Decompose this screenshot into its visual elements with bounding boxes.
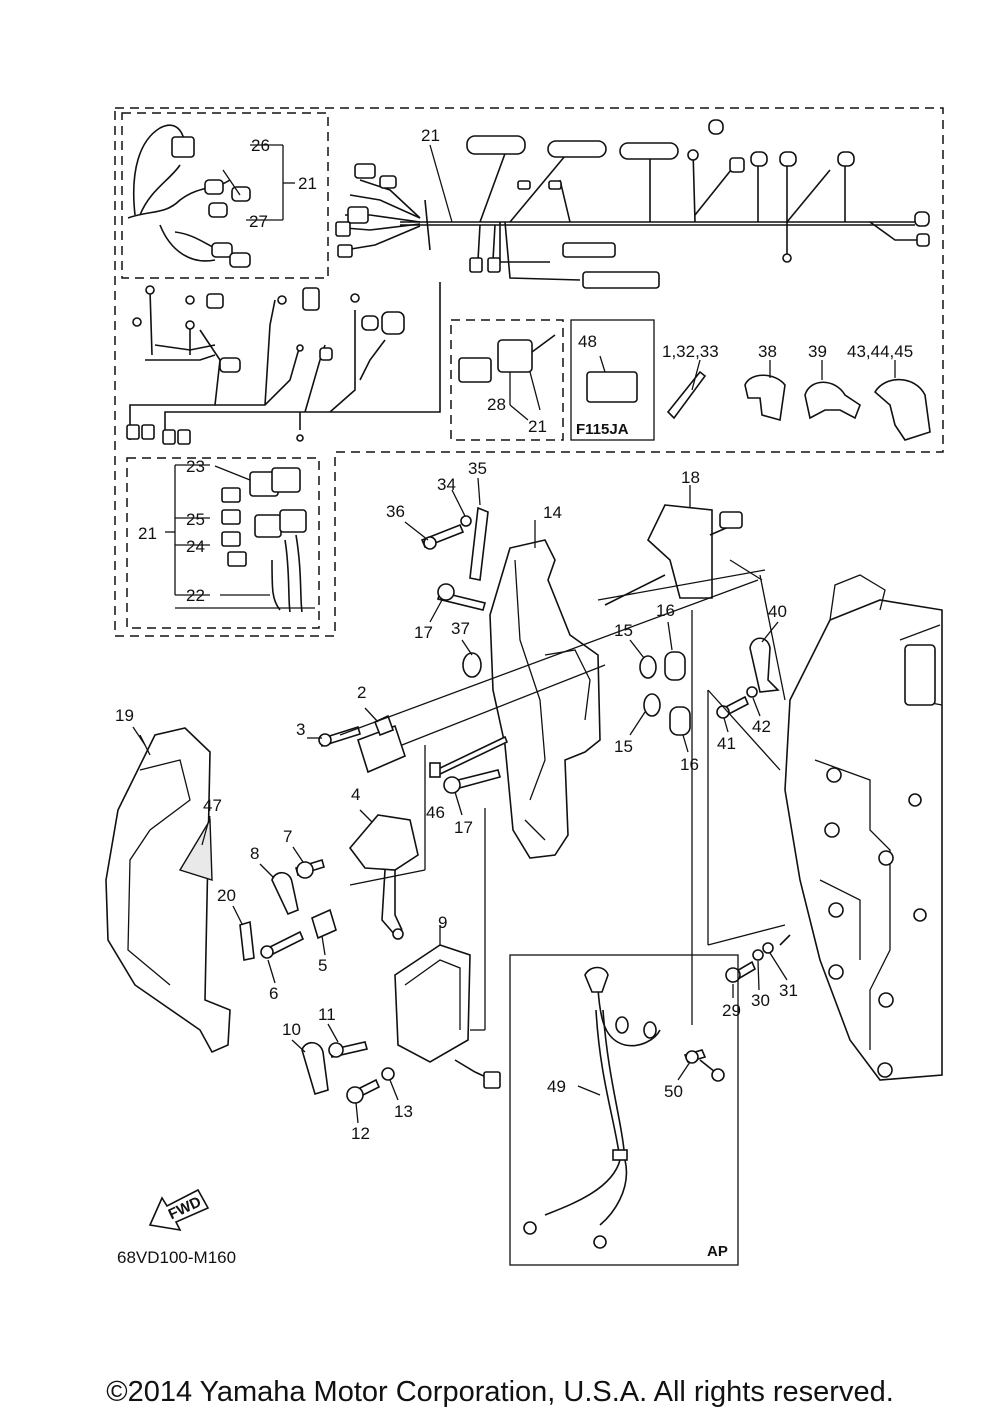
callout-50: 50 [664,1082,683,1101]
relay-cluster [165,464,315,613]
ground-lead [716,637,791,984]
diagram-code: 68VD100-M160 [117,1248,236,1267]
ap-label: AP [707,1243,728,1260]
engine-block [784,574,943,1081]
callout-10: 10 [282,1020,301,1039]
callout-5: 5 [318,956,327,975]
callout-35: 35 [468,459,487,478]
forward-arrow: FWD [148,1188,210,1232]
harness-connector-detail [127,124,295,268]
callout-4: 4 [351,785,360,804]
callout-15: 15 [614,621,633,640]
main-wire-harness [335,119,930,289]
callout-21: 21 [528,417,547,436]
cdi-unit [394,925,501,1089]
part-callouts: 21 26 21 27 28 21 48 F115JA 1,32,33 38 3… [115,126,913,1267]
parts-diagram: FWD 21 26 21 27 28 21 48 F115JA 1,32,33 … [105,107,944,1267]
callout-13: 13 [394,1102,413,1121]
callout-3: 3 [296,720,305,739]
callout-9: 9 [438,913,447,932]
wire-harness-group-box [114,107,944,637]
callout-21: 21 [421,126,440,145]
relay-connector [458,334,556,421]
callout-31: 31 [779,981,798,1000]
terminal-caps [239,871,337,1096]
callout-20: 20 [217,886,236,905]
callout-42: 42 [752,717,771,736]
callout-16: 16 [680,755,699,774]
callout-41: 41 [717,734,736,753]
callout-17: 17 [414,623,433,642]
callout-43-44-45: 43,44,45 [847,342,913,361]
electrical-cover [105,727,231,1054]
variant-label: F115JA [576,421,629,438]
harness-clip [604,485,743,606]
callout-17: 17 [454,818,473,837]
sub-harness [126,282,441,445]
copyright-notice: ©2014 Yamaha Motor Corporation, U.S.A. A… [106,1376,894,1408]
callout-34: 34 [437,475,456,494]
callout-48: 48 [578,332,597,351]
f115ja-part-box [570,319,655,441]
callout-37: 37 [451,619,470,638]
ap-option-box [509,954,739,1266]
callout-21: 21 [298,174,317,193]
callout-40: 40 [768,602,787,621]
callout-12: 12 [351,1124,370,1143]
callout-29: 29 [722,1001,741,1020]
callout-22: 22 [186,586,205,605]
rectifier-regulator [348,809,419,940]
fasteners [260,477,691,1104]
callout-11: 11 [318,1005,336,1024]
callout-14: 14 [543,503,562,522]
callout-6: 6 [269,984,278,1003]
callout-38: 38 [758,342,777,361]
relay [357,707,406,774]
callout-46: 46 [426,803,445,822]
callout-28: 28 [487,395,506,414]
callout-23: 23 [186,457,205,476]
clamps [666,359,931,441]
callout-7: 7 [283,827,292,846]
callout-39: 39 [808,342,827,361]
leader-lines [339,559,786,1031]
callout-1-32-33: 1,32,33 [662,342,719,361]
callout-24: 24 [186,537,205,556]
callout-30: 30 [751,991,770,1010]
callout-49: 49 [547,1077,566,1096]
callout-26: 26 [251,136,270,155]
callout-27: 27 [249,212,268,231]
callout-19: 19 [115,706,134,725]
callout-2: 2 [357,683,366,702]
electrical-bracket [489,520,601,859]
callout-47: 47 [203,796,222,815]
callout-16: 16 [656,601,675,620]
callout-15: 15 [614,737,633,756]
callout-21: 21 [138,524,157,543]
callout-36: 36 [386,502,405,521]
callout-25: 25 [186,510,205,529]
callout-18: 18 [681,468,700,487]
callout-8: 8 [250,844,259,863]
